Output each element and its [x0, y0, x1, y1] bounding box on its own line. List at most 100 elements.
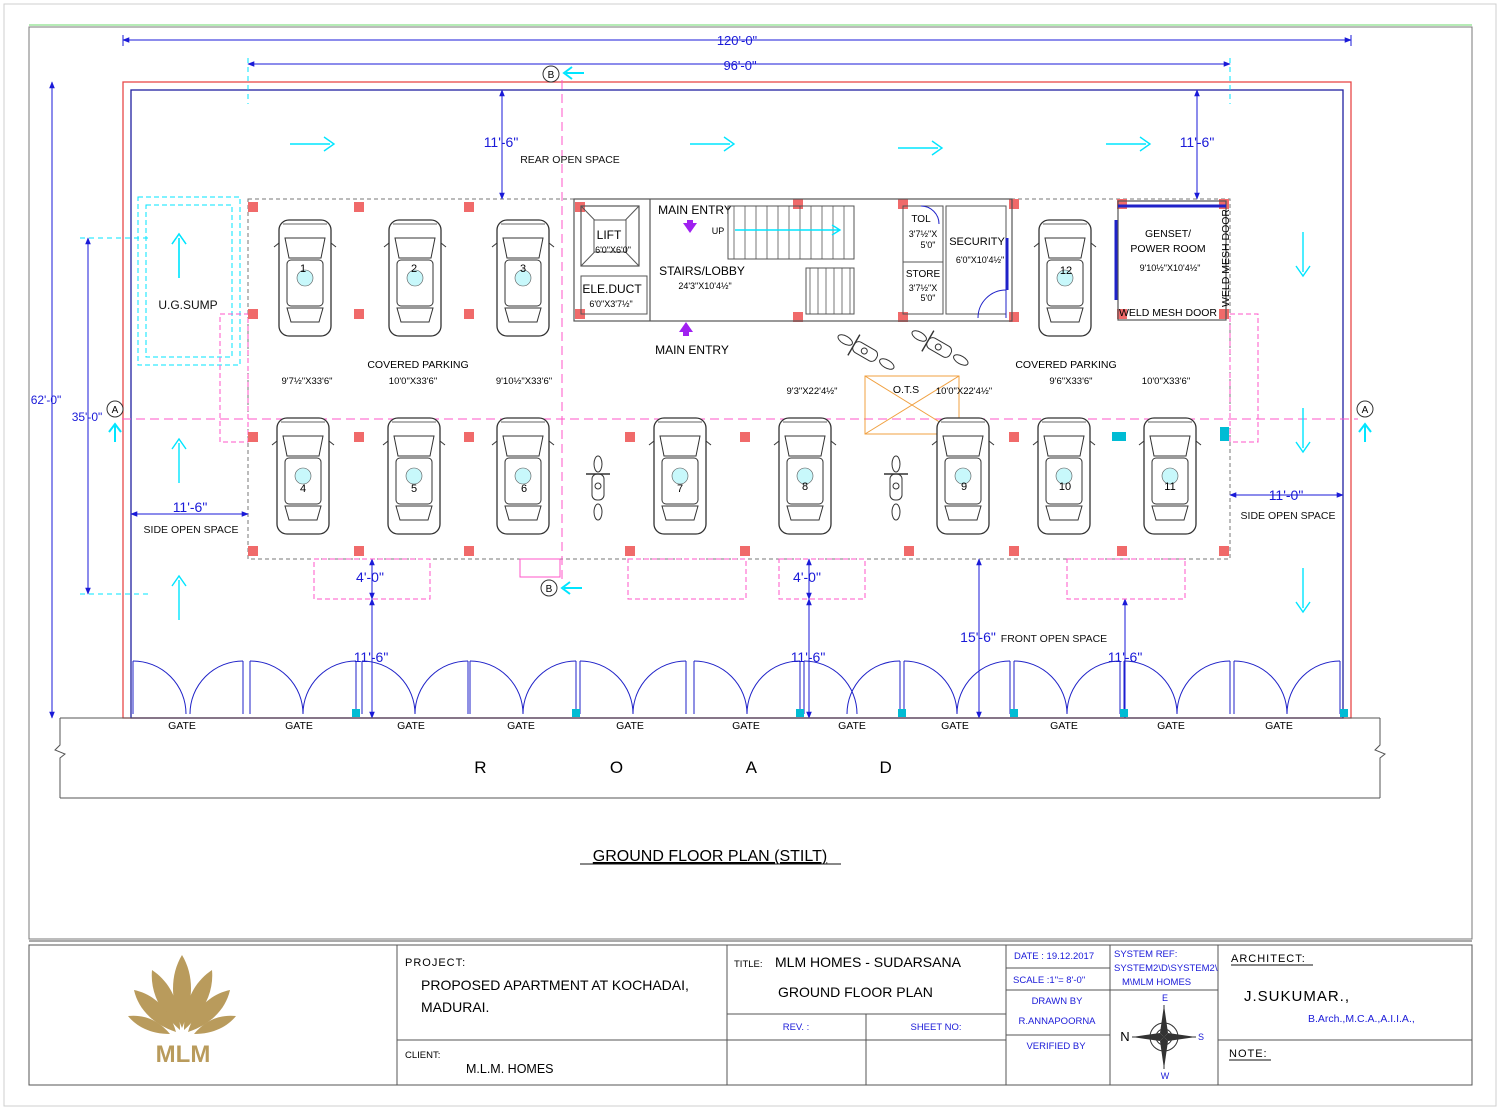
- client-label: CLIENT:: [405, 1050, 440, 1061]
- front-setback-left: 11'-6": [354, 649, 389, 665]
- parking-number: 9: [961, 481, 967, 493]
- north-compass-icon: [1132, 1005, 1196, 1069]
- car-icon: [491, 417, 555, 535]
- note-label: NOTE:: [1229, 1048, 1268, 1060]
- genset-label-1: GENSET/: [1145, 228, 1191, 240]
- genset-size: 9'10½"X10'4½": [1140, 263, 1201, 273]
- car-icon: [491, 219, 555, 337]
- parking-number: 4: [300, 483, 306, 495]
- parking-number: 2: [411, 263, 417, 275]
- plot-boundary: [122, 81, 1352, 719]
- front-gap-mid: 4'-0": [793, 569, 821, 585]
- parking-number: 8: [802, 481, 808, 493]
- front-setback-mid: 11'-6": [791, 649, 826, 665]
- ug-sump-label: U.G.SUMP: [158, 298, 217, 312]
- project-label: PROJECT:: [405, 957, 466, 969]
- section-b-bottom-marker: B: [546, 584, 553, 595]
- bay-size-8: 9'3"X22'4½": [786, 386, 837, 397]
- section-b-top-marker: B: [548, 70, 555, 81]
- date: DATE : 19.12.2017: [1014, 951, 1094, 962]
- road-label: R O A D: [474, 758, 930, 777]
- ele-duct-label: ELE.DUCT: [582, 282, 642, 296]
- rear-open-space-label: REAR OPEN SPACE: [520, 154, 620, 166]
- section-a-left-marker: A: [112, 405, 119, 416]
- toilet-size-1: 3'7½"X: [909, 229, 937, 239]
- front-open-space-label: FRONT OPEN SPACE: [1001, 633, 1107, 645]
- store-label: STORE: [906, 269, 941, 280]
- side-setback-right: 11'-0": [1269, 487, 1304, 503]
- bay-size-9: 10'0"X22'4½": [936, 386, 992, 397]
- mlm-lotus-logo: [128, 955, 236, 1034]
- title-label: TITLE:: [734, 959, 763, 970]
- architect-qualification: B.Arch.,M.C.A.,A.I.I.A.,: [1308, 1013, 1415, 1025]
- system-ref-label: SYSTEM REF:: [1114, 949, 1177, 960]
- rear-setback-left: 11'-6": [484, 134, 519, 150]
- store-size-2: 5'0": [921, 293, 936, 303]
- stairs-lobby-size: 24'3"X10'4½": [678, 281, 731, 291]
- motorbike-icon: [585, 455, 611, 521]
- covered-parking-right-label: COVERED PARKING: [1015, 359, 1116, 371]
- system-ref-path1: SYSTEM2\D\SYSTEM2\: [1114, 963, 1218, 974]
- title-block: [28, 944, 1473, 1086]
- security-label: SECURITY: [949, 236, 1005, 248]
- front-setback-main: 15'-6": [960, 629, 996, 645]
- title-line1: MLM HOMES - SUDARSANA: [775, 954, 962, 970]
- toilet-size-2: 5'0": [921, 240, 936, 250]
- building-depth-label: 35'-0": [72, 410, 103, 424]
- project-line2: MADURAI.: [421, 999, 489, 1015]
- stair-treads: [733, 206, 851, 314]
- rear-setback-right: 11'-6": [1180, 134, 1215, 150]
- gate-label: GATE: [397, 720, 425, 732]
- parking-number: 1: [300, 263, 306, 275]
- side-setback-left: 11'-6": [173, 499, 208, 515]
- gate-label: GATE: [838, 720, 866, 732]
- bay-size-11: 10'0"X33'6": [1142, 376, 1190, 387]
- ele-duct-size: 6'0"X3'7½": [589, 299, 632, 309]
- project-line1: PROPOSED APARTMENT AT KOCHADAI,: [421, 977, 689, 993]
- drawn-by-name: R.ANNAPOORNA: [1018, 1016, 1096, 1027]
- ots-shaft: [864, 375, 960, 435]
- sheet-label: SHEET NO:: [910, 1022, 961, 1033]
- front-gap-left: 4'-0": [356, 569, 384, 585]
- genset-room: [1117, 200, 1227, 321]
- parking-number: 12: [1060, 265, 1072, 277]
- toilet-label: TOL: [911, 214, 931, 225]
- gates-row: [132, 660, 1348, 717]
- gate-label: GATE: [168, 720, 196, 732]
- gate-label: GATE: [616, 720, 644, 732]
- drawn-by-label: DRAWN BY: [1032, 996, 1084, 1007]
- main-entry-bottom-label: MAIN ENTRY: [655, 343, 729, 357]
- building-width-label: 96'-0": [723, 58, 757, 73]
- entry-arrow-icon: [679, 322, 693, 332]
- verified-by-label: VERIFIED BY: [1026, 1041, 1086, 1052]
- car-icon: [1138, 417, 1202, 535]
- bay-size-1: 9'7½"X33'6": [281, 376, 332, 387]
- side-open-space-left-label: SIDE OPEN SPACE: [144, 524, 239, 536]
- system-ref-path2: M\MLM HOMES: [1122, 977, 1191, 988]
- parking-number: 10: [1059, 481, 1071, 493]
- car-icon: [273, 219, 337, 337]
- bay-size-2: 10'0"X33'6": [389, 376, 437, 387]
- client-name: M.L.M. HOMES: [466, 1062, 554, 1076]
- architect-name: J.SUKUMAR.,: [1244, 988, 1350, 1005]
- rev-label: REV. :: [783, 1022, 810, 1033]
- car-icon: [1033, 219, 1097, 337]
- motorbike-icon: [831, 324, 901, 380]
- lift-shaft: [580, 205, 640, 267]
- security-size: 6'0"X10'4½": [956, 255, 1004, 265]
- parking-number: 7: [677, 483, 683, 495]
- gate-label: GATE: [941, 720, 969, 732]
- car-icon: [648, 417, 712, 535]
- parking-number: 5: [411, 483, 417, 495]
- lift-label: LIFT: [597, 228, 622, 242]
- covered-parking-left-label: COVERED PARKING: [367, 359, 468, 371]
- genset-label-2: POWER ROOM: [1130, 243, 1205, 255]
- bay-size-3: 9'10½"X33'6": [496, 376, 552, 387]
- gate-label: GATE: [1050, 720, 1078, 732]
- stairs-lobby-label: STAIRS/LOBBY: [659, 264, 745, 278]
- logo-wordmark: MLM: [156, 1041, 211, 1068]
- bay-size-10: 9'6"X33'6": [1049, 376, 1092, 387]
- gate-label: GATE: [1157, 720, 1185, 732]
- title-line2: GROUND FLOOR PLAN: [778, 984, 933, 1000]
